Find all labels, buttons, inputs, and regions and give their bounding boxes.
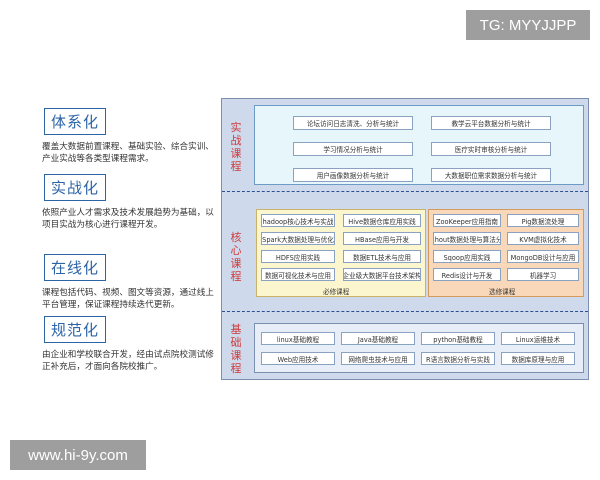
required-courses-panel: hadoop核心技术与实战 Hive数据仓库应用实践 Spark大数据处理与优化… [256,209,426,297]
required-course-item: hadoop核心技术与实战 [261,214,335,227]
practice-course-item: 学习情况分析与统计 [293,142,413,156]
elective-course-item: ZooKeeper应用指南 [433,214,501,227]
feature-practical: 实战化 依照产业人才需求及技术发展趋势为基础，以项目实战为核心进行课程开发。 [42,174,222,231]
feature-desc: 依照产业人才需求及技术发展趋势为基础，以项目实战为核心进行课程开发。 [42,208,214,230]
practice-course-item: 大数据职位需求数据分析与统计 [431,168,551,182]
elective-course-item: Sqoop应用实践 [433,250,501,263]
basic-course-item: python基础教程 [421,332,495,345]
basic-courses-label: 基础课程 [230,323,242,375]
required-course-item: 数据可视化技术与应用 [261,268,335,281]
practice-course-item: 用户画像数据分析与统计 [293,168,413,182]
required-course-item: HBase应用与开发 [343,232,421,245]
basic-courses-panel: linux基础教程 Java基础教程 python基础教程 Linux运维技术 … [254,323,584,373]
feature-desc: 由企业和学校联合开发，经由试点院校测试修正补充后，才面向各院校推广。 [42,350,214,372]
required-courses-caption: 必修课程 [323,288,350,296]
course-system-diagram: 实战课程 论坛访问日志清洗、分析与统计 教学云平台数据分析与统计 学习情况分析与… [221,98,589,380]
basic-course-item: R语言数据分析与实践 [421,352,495,365]
feature-desc: 覆盖大数据前置课程、基础实验、综合实训、产业实战等各类型课程需求。 [42,142,214,164]
basic-course-item: 数据库原理与应用 [501,352,575,365]
elective-course-item: 机器学习 [507,268,579,281]
elective-courses-caption: 选修课程 [489,288,516,296]
section-divider [222,311,588,312]
basic-course-item: 网络爬虫技术与应用 [341,352,415,365]
watermark-bottom: www.hi-9y.com [10,440,146,470]
practice-course-item: 论坛访问日志清洗、分析与统计 [293,116,413,130]
required-course-item: Spark大数据处理与优化 [261,232,335,245]
feature-title: 实战化 [44,174,107,201]
basic-course-item: linux基础教程 [261,332,335,345]
basic-course-item: Web应用技术 [261,352,335,365]
feature-systematic: 体系化 覆盖大数据前置课程、基础实验、综合实训、产业实战等各类型课程需求。 [42,108,222,165]
practice-course-item: 教学云平台数据分析与统计 [431,116,551,130]
practice-courses-label: 实战课程 [230,121,242,173]
required-course-item: HDFS应用实践 [261,250,335,263]
feature-title: 体系化 [44,108,107,135]
basic-course-item: Linux运维技术 [501,332,575,345]
basic-course-item: Java基础教程 [341,332,415,345]
elective-courses-panel: ZooKeeper应用指南 Pig数据流处理 Mahout数据处理与算法分析 K… [428,209,584,297]
core-courses-label: 核心课程 [230,231,242,283]
practice-courses-panel: 论坛访问日志清洗、分析与统计 教学云平台数据分析与统计 学习情况分析与统计 医疗… [254,105,584,185]
required-course-item: Hive数据仓库应用实践 [343,214,421,227]
feature-standardized: 规范化 由企业和学校联合开发，经由试点院校测试修正补充后，才面向各院校推广。 [42,316,222,373]
feature-online: 在线化 课程包括代码、视频、图文等资源，通过线上平台管理，保证课程持续迭代更新。 [42,254,222,311]
feature-title: 在线化 [44,254,107,281]
feature-desc: 课程包括代码、视频、图文等资源，通过线上平台管理，保证课程持续迭代更新。 [42,288,214,310]
required-course-item: 企业级大数据平台技术架构 [343,268,421,281]
section-divider [222,191,588,192]
required-course-item: 数据ETL技术与应用 [343,250,421,263]
elective-course-item: Redis设计与开发 [433,268,501,281]
watermark-top: TG: MYYJJPP [466,10,590,40]
elective-course-item: KVM虚拟化技术 [507,232,579,245]
feature-title: 规范化 [44,316,107,343]
elective-course-item: Pig数据流处理 [507,214,579,227]
practice-course-item: 医疗实时审核分析与统计 [431,142,551,156]
elective-course-item: Mahout数据处理与算法分析 [433,232,501,245]
elective-course-item: MongoDB设计与应用 [507,250,579,263]
